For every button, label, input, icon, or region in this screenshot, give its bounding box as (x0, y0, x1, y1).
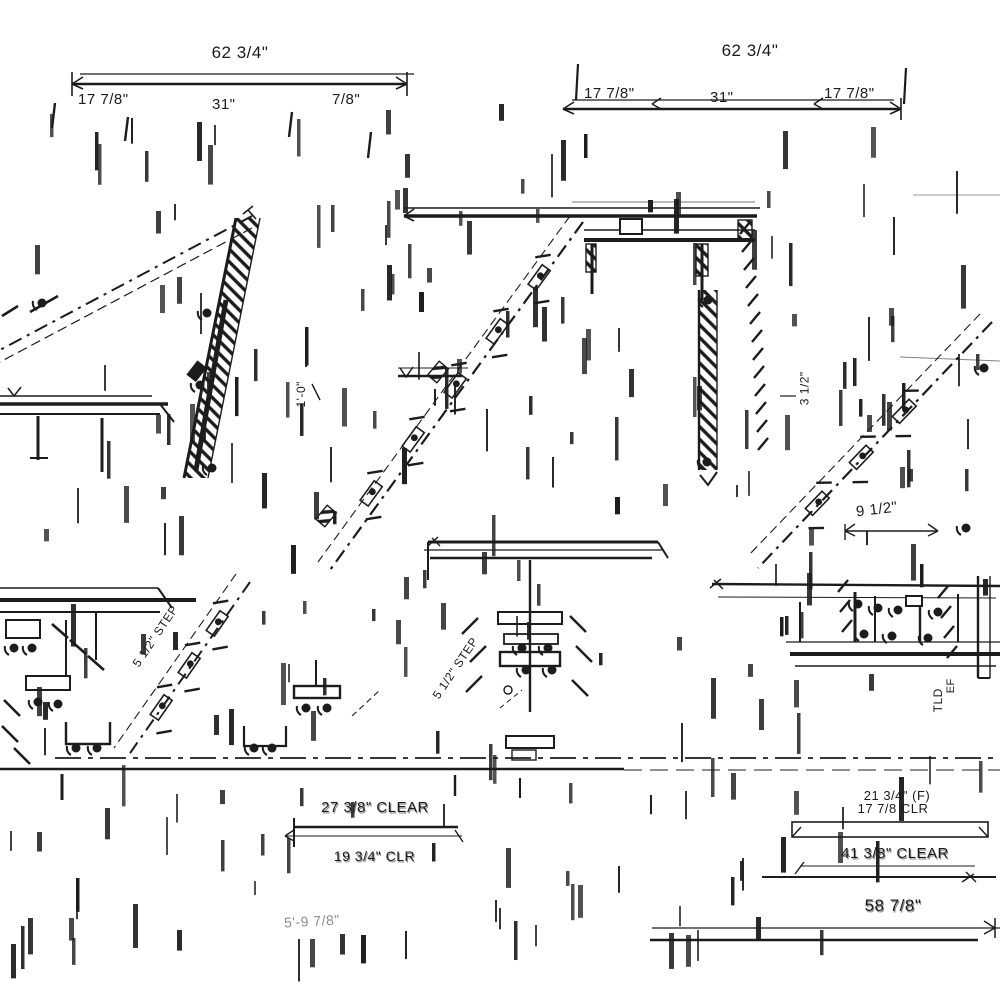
dim-top-left-seg1: 17 7/8" (78, 91, 129, 108)
dim-bottom-left-2: 19 3/4" CLR (333, 848, 416, 864)
dim-bottom-center: 5'-9 7/8" (283, 911, 341, 931)
note-side-vert-2: EF (944, 678, 957, 694)
dim-top-right-seg2: 31" (710, 89, 734, 106)
dim-top-left-seg2: 31" (212, 96, 236, 113)
dim-bottom-left-1: 27 3/8" CLEAR (321, 799, 429, 816)
left-stair-unit (0, 205, 321, 765)
dim-top-right-total: 62 3/4" (721, 41, 779, 60)
dim-top-left-total: 62 3/4" (211, 43, 269, 62)
dim-top-right-seg3: 17 7/8" (824, 85, 875, 102)
dim-bottom-right-1a: 21 3/4" (F) (863, 788, 931, 803)
dim-line-top-left (50, 72, 414, 159)
dim-top-right-seg1: 17 7/8" (584, 85, 635, 102)
dim-line-top-right (562, 63, 1000, 196)
note-side-vert-1: TLD (930, 688, 945, 713)
dim-bottom-right-3: 58 7/8" (864, 896, 922, 915)
dim-bottom-right-1b: 17 7/8 CLR (857, 801, 929, 816)
dim-lines-bottom (284, 818, 1000, 942)
ground-line (0, 757, 1000, 800)
right-stair-unit (242, 201, 1000, 761)
dim-top-left-seg3: 7/8" (332, 91, 361, 108)
note-rot-right: 3 1/2" (797, 371, 812, 406)
scan-dash-texture (10, 104, 988, 982)
note-rot-left: 1'-0" (293, 381, 308, 408)
dim-bottom-right-2: 41 3/8" CLEAR (841, 845, 949, 862)
